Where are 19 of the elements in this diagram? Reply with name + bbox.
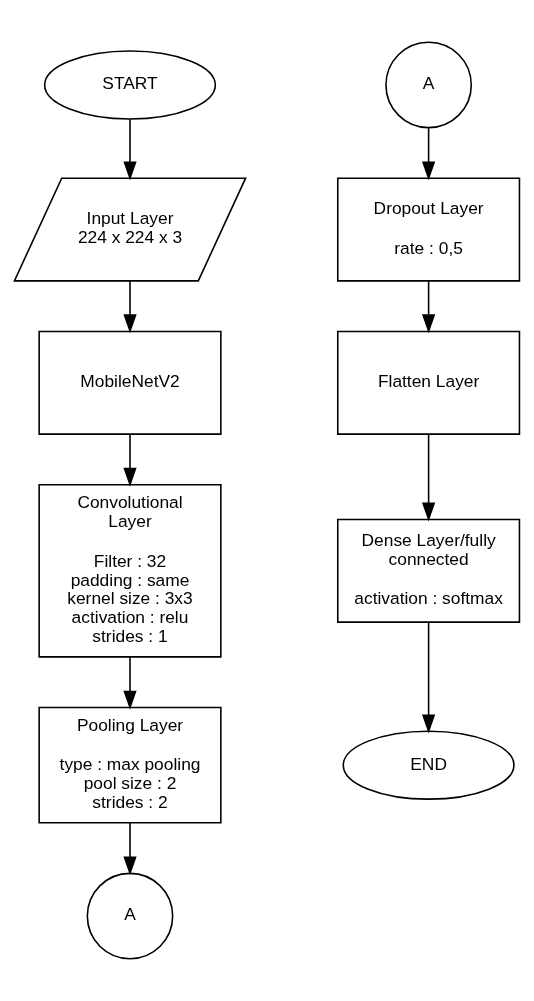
node-box: MobileNetV2 (38, 330, 222, 435)
node-ellipse: END (342, 730, 515, 800)
node-circle: A (385, 41, 473, 129)
arrow (421, 127, 436, 181)
arrow (421, 621, 436, 734)
node-box: Pooling Layer type : max pooling pool size : 2 strides : 2 (38, 706, 222, 824)
node-circle: A (86, 872, 174, 960)
node-ellipse: START (43, 50, 217, 120)
arrow (421, 433, 436, 522)
node-box: Convolutional Layer Filter : 32 padding : same kernel size : 3x3 activation : relu strides : 1 (38, 483, 222, 658)
arrow (421, 280, 436, 334)
arrow (123, 280, 137, 334)
node-box: Dense Layer/fully connected activation : softmax (336, 518, 521, 623)
arrow (123, 656, 137, 710)
node-box: Dropout Layer rate : 0,5 (336, 177, 521, 282)
arrow (123, 118, 137, 181)
arrow (123, 822, 137, 876)
node-box: Flatten Layer (336, 330, 521, 435)
arrow (123, 433, 137, 487)
